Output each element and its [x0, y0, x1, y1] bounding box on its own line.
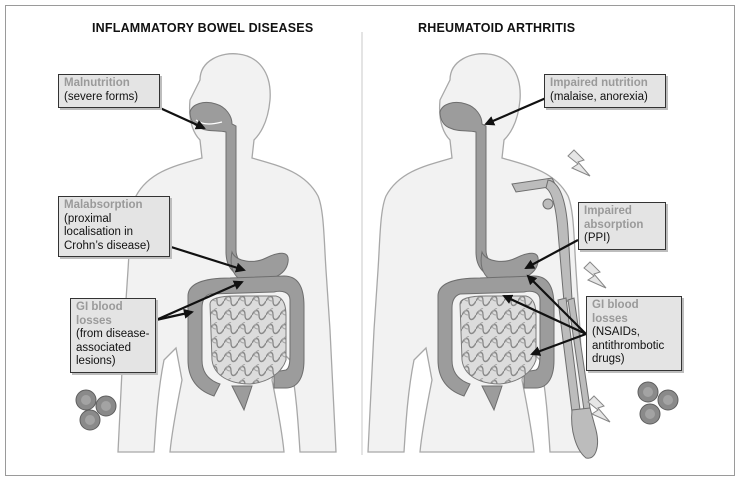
label-heading: Impaired nutrition: [550, 77, 648, 89]
arrows: [155, 96, 587, 356]
label-body: (PPI): [584, 232, 611, 244]
label-body: (NSAIDs, antithrombotic drugs): [592, 326, 665, 365]
label-heading: Impaired absorption: [584, 205, 644, 231]
label-heading: Malnutrition: [64, 77, 130, 89]
label-body: (from disease- associated lesions): [76, 328, 150, 367]
left-large-intestine: [187, 275, 305, 397]
left-panel-title: INFLAMMATORY BOWEL DISEASES: [92, 21, 314, 35]
label-impaired-nutrition: Impaired nutrition (malaise, anorexia): [544, 74, 666, 108]
label-body: (malaise, anorexia): [550, 90, 648, 103]
shoulder-joint: [542, 198, 554, 210]
label-gi-blood-losses-ibd: GI blood losses (from disease- associate…: [70, 298, 156, 373]
label-body: (severe forms): [64, 90, 139, 103]
label-heading: GI blood losses: [76, 301, 123, 327]
label-malabsorption: Malabsorption (proximal localisation in …: [58, 196, 170, 257]
left-small-intestine: [209, 295, 287, 385]
lightning-pain-icon: [567, 149, 611, 423]
left-rectum: [231, 385, 253, 412]
label-impaired-absorption: Impaired absorption (PPI): [578, 202, 666, 250]
right-arm-bones: [511, 177, 599, 459]
label-heading: GI blood losses: [592, 299, 639, 325]
right-rectum: [481, 385, 503, 412]
label-gi-blood-losses-ra: GI blood losses (NSAIDs, antithrombotic …: [586, 296, 682, 371]
right-panel-title: RHEUMATOID ARTHRITIS: [418, 21, 576, 35]
label-body: (proximal localisation in Crohn’s diseas…: [64, 212, 151, 252]
label-malnutrition: Malnutrition (severe forms): [58, 74, 160, 108]
right-small-intestine: [459, 295, 537, 385]
label-heading: Malabsorption: [64, 199, 143, 211]
